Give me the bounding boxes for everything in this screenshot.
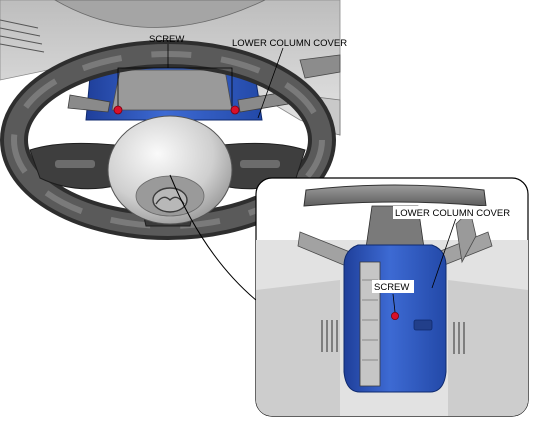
- detail-cover-leader: [431, 217, 457, 289]
- main-screw-leader: [117, 44, 233, 106]
- main-lower-column-cover-label: LOWER COLUMN COVER: [232, 38, 347, 49]
- detail-view: LOWER COLUMN COVER SCREW: [255, 177, 529, 417]
- main-screw-right: [230, 105, 240, 115]
- right-switch-stalk: [237, 91, 289, 113]
- detail-lower-column-cover-label: LOWER COLUMN COVER: [395, 208, 510, 219]
- right-spoke-switch: [240, 160, 280, 168]
- detail-right-dash: [448, 280, 528, 416]
- detail-opening-ribs: [362, 279, 378, 361]
- detail-screw-marker: [390, 311, 399, 320]
- detail-cover-label-bg: [393, 206, 525, 219]
- detail-left-dash: [256, 280, 340, 416]
- instrument-hood: [54, 0, 266, 28]
- detail-screw-label: SCREW: [374, 282, 409, 293]
- mazda-emblem-icon: [152, 187, 188, 213]
- column-shroud: [111, 69, 233, 111]
- left-spoke-switch: [55, 160, 95, 168]
- main-screw-left: [113, 105, 123, 115]
- callout-connector: [169, 174, 263, 306]
- detail-right-vent: [453, 322, 465, 354]
- detail-screw-leader: [392, 293, 396, 313]
- detail-left-vent: [321, 320, 338, 352]
- right-stalk: [299, 54, 341, 79]
- left-vents: [0, 19, 45, 53]
- left-switch-stalk: [67, 94, 111, 113]
- steering-wheel-icon: [0, 40, 336, 240]
- main-cover-leader: [257, 47, 284, 119]
- detail-screw-label-bg: [372, 280, 414, 293]
- main-view: SCREW LOWER COLUMN COVER: [0, 0, 347, 240]
- main-screw-label: SCREW: [149, 34, 184, 45]
- detail-cover-slot: [413, 319, 433, 331]
